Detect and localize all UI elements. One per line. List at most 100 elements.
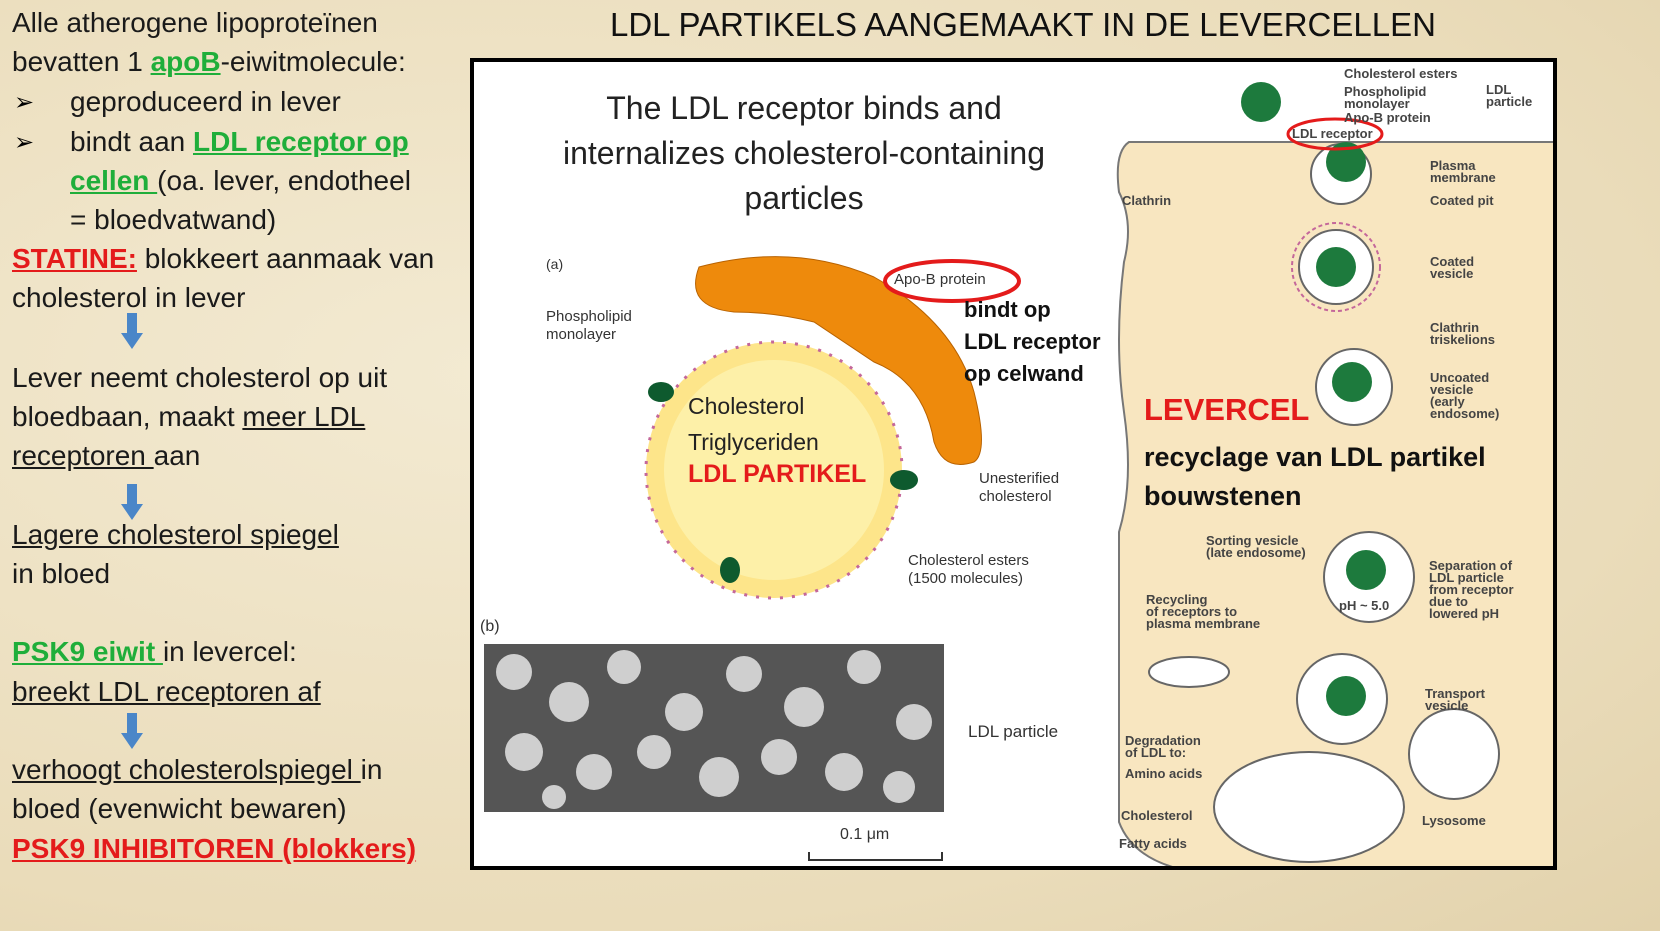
label-line: membrane bbox=[1430, 170, 1496, 185]
apob-label: Apo-B protein bbox=[894, 271, 986, 288]
content-line: Cholesterol bbox=[688, 393, 805, 419]
label-line: Plasma bbox=[1430, 158, 1476, 173]
label-line: recyclage van LDL partikel bbox=[1144, 442, 1486, 472]
label-line: vesicle bbox=[1425, 698, 1469, 713]
ldl-figure: The LDL receptor binds and internalizes c… bbox=[470, 58, 1557, 870]
cell-label: Cholesterol esters bbox=[1344, 66, 1458, 81]
figure-heading: The LDL receptor binds and internalizes c… bbox=[534, 86, 1074, 221]
text: -eiwitmolecule: bbox=[220, 46, 406, 77]
slide-title: LDL PARTIKELS AANGEMAAKT IN DE LEVERCELL… bbox=[610, 6, 1436, 43]
ldl-partikel-label: LDL PARTIKEL bbox=[688, 460, 867, 488]
statine-label: STATINE: bbox=[12, 243, 137, 274]
down-arrow-icon bbox=[121, 713, 143, 749]
label-line: Degradation bbox=[1125, 733, 1201, 748]
figure-graphics bbox=[484, 82, 1553, 866]
label-line: of LDL to: bbox=[1125, 745, 1187, 760]
panel-a-label: (a) bbox=[546, 256, 564, 272]
text-line: cellen (oa. lever, endotheel bbox=[70, 164, 411, 198]
label-line: Uncoated bbox=[1430, 370, 1490, 385]
annotation-line: bindt op bbox=[964, 297, 1051, 322]
label-line: (late endosome) bbox=[1206, 545, 1306, 560]
levercel-label: LEVERCEL bbox=[1144, 392, 1310, 427]
cell-label: Clathrin bbox=[1122, 193, 1172, 208]
text: bloedbaan, maakt bbox=[12, 401, 243, 432]
text-line: PSK9 eiwit in levercel: bbox=[12, 635, 297, 669]
text-line: bevatten 1 apoB-eiwitmolecule: bbox=[12, 45, 406, 79]
heading-line: The LDL receptor binds and bbox=[606, 90, 1002, 126]
apob-link: apoB bbox=[150, 46, 221, 77]
text: blokkeert aanmaak van bbox=[136, 243, 435, 274]
text-line: Lever neemt cholesterol op uit bbox=[12, 362, 388, 393]
label-line: LDL bbox=[1486, 82, 1512, 97]
scale-bar bbox=[808, 852, 943, 861]
psk9-inhibitors-label: PSK9 INHIBITOREN (blokkers) bbox=[12, 833, 417, 864]
panel-b-label: (b) bbox=[480, 618, 500, 635]
label-line: particle bbox=[1486, 94, 1533, 109]
heading-line: particles bbox=[744, 180, 864, 216]
text: receptoren bbox=[12, 440, 154, 471]
ldl-particle-label: LDL particle bbox=[968, 722, 1059, 741]
label-line: Unesterified bbox=[979, 470, 1060, 487]
label-line: vesicle bbox=[1430, 266, 1474, 281]
text-line: bloed (evenwicht bewaren) bbox=[12, 793, 347, 824]
label-line: (1500 molecules) bbox=[908, 570, 1024, 587]
label-line: lowered pH bbox=[1429, 606, 1500, 621]
ldl-receptor-label: LDL receptor bbox=[1292, 126, 1373, 141]
text: aan bbox=[153, 440, 201, 471]
recyclage-label: recyclage van LDL partikel bouwstenen bbox=[1144, 438, 1486, 516]
text-line: cholesterol in lever bbox=[12, 282, 246, 313]
bullet-arrow-icon: ➢ bbox=[14, 89, 35, 116]
label-line: cholesterol bbox=[979, 488, 1052, 505]
bullet-arrow-icon: ➢ bbox=[14, 129, 35, 156]
label-line: bouwstenen bbox=[1144, 481, 1302, 511]
apob-highlight-circle bbox=[883, 259, 1021, 303]
label-line: vesicle bbox=[1430, 382, 1474, 397]
text-line: breekt LDL receptoren af bbox=[12, 676, 321, 707]
liver-cell-shape bbox=[1116, 141, 1553, 866]
annotation-line: LDL receptor bbox=[964, 329, 1101, 354]
label-line: due to bbox=[1429, 594, 1468, 609]
text-line: STATINE: blokkeert aanmaak van bbox=[12, 242, 434, 276]
text: (oa. lever, endotheel bbox=[157, 165, 411, 196]
text-line: bindt aan LDL receptor op bbox=[70, 125, 409, 159]
down-arrow-icon bbox=[121, 313, 143, 349]
label-line: of receptors to bbox=[1146, 604, 1238, 619]
cell-label: Apo-B protein bbox=[1344, 110, 1431, 125]
text: meer LDL bbox=[242, 401, 366, 432]
ldl-receptor-highlight-circle bbox=[1286, 117, 1384, 151]
cell-label: Sorting vesicle(late endosome) bbox=[1206, 533, 1306, 560]
text-line: in bloed bbox=[12, 558, 111, 589]
text-line: bloedbaan, maakt meer LDL bbox=[12, 400, 365, 434]
cell-label: Lysosome bbox=[1422, 813, 1486, 828]
text: in levercel: bbox=[162, 636, 297, 667]
label-line: monolayer bbox=[546, 326, 617, 343]
ph-label: pH ~ 5.0 bbox=[1339, 598, 1390, 613]
label-line: Coated bbox=[1430, 254, 1475, 269]
text-line: receptoren aan bbox=[12, 439, 200, 473]
cell-label: Phospholipid bbox=[1344, 84, 1427, 99]
label-line: from receptor bbox=[1429, 582, 1514, 597]
text-line: verhoogt cholesterolspiegel in bbox=[12, 753, 382, 787]
highlight: LDL receptor op bbox=[193, 126, 409, 157]
label-line: endosome) bbox=[1430, 406, 1500, 421]
highlight: cellen bbox=[70, 165, 158, 196]
text-line: geproduceerd in lever bbox=[70, 86, 341, 117]
text-line: Lagere cholesterol spiegel bbox=[12, 519, 339, 550]
label-line: Sorting vesicle bbox=[1206, 533, 1299, 548]
text-line: Alle atherogene lipoproteïnen bbox=[12, 7, 378, 38]
scale-label: 0.1 μm bbox=[840, 826, 890, 843]
label-line: (early bbox=[1430, 394, 1465, 409]
cell-label: Coated pit bbox=[1430, 193, 1494, 208]
label-line: Recycling bbox=[1146, 592, 1208, 607]
heading-line: internalizes cholesterol-containing bbox=[562, 135, 1046, 171]
label-line: Transport bbox=[1425, 686, 1485, 701]
cell-label: Amino acids bbox=[1125, 766, 1203, 781]
